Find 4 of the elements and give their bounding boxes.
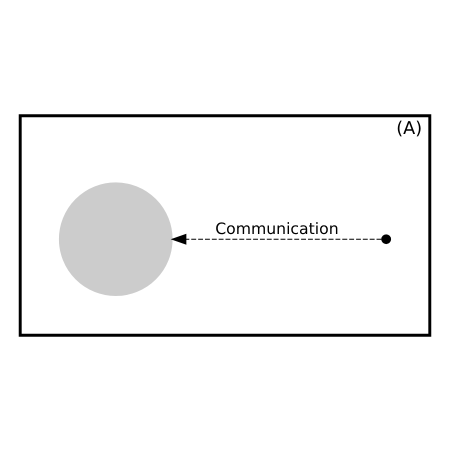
edge-label: Communication [215,218,339,238]
node-circle [58,182,173,296]
arrow [170,233,382,244]
node-dot [381,234,392,244]
